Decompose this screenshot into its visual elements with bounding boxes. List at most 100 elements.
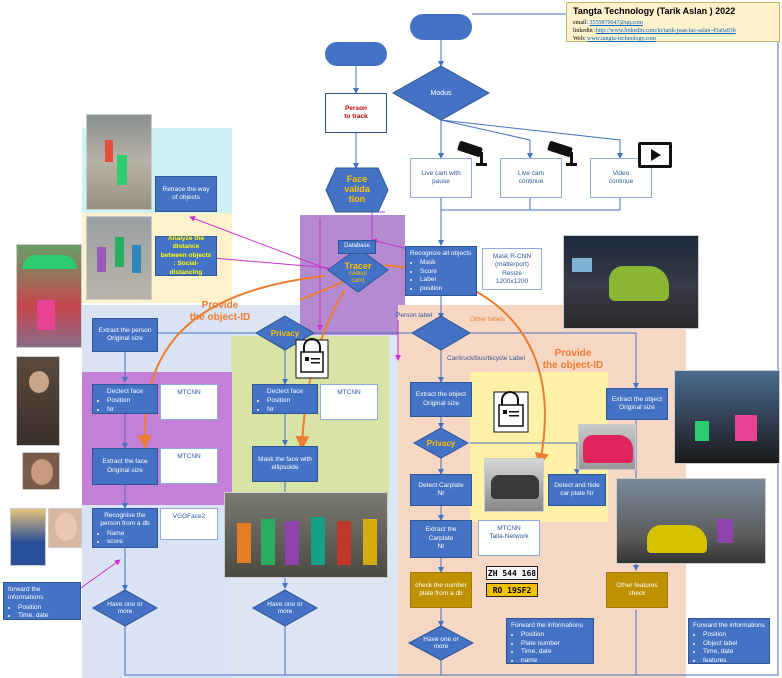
forward-right-1-item-position: Position — [521, 631, 589, 639]
person-to-track-box[interactable]: Person to track — [325, 93, 387, 133]
cctv-camera-icon-2 — [547, 141, 577, 166]
start-terminator-person — [325, 42, 387, 66]
mtcnn-left-label-1: MTCNN — [177, 389, 201, 396]
face-match-photo — [48, 508, 82, 548]
extract-face-box[interactable]: Extract the face Original size — [92, 448, 158, 485]
car-plate-photo — [484, 458, 544, 512]
celebrity-photo — [10, 508, 46, 566]
detect-face-left-item-nr: Nr — [107, 406, 153, 414]
person-photo — [16, 356, 60, 446]
detect-carplate-box[interactable]: Detect Carplate Nr — [410, 474, 472, 506]
extract-carplate-box[interactable]: Extract the Carplate Nr — [410, 520, 472, 558]
database-box[interactable]: Database — [338, 240, 376, 254]
social-distancing-box[interactable]: Analyze the distance between objects : S… — [155, 234, 217, 276]
forward-right-2-item-position: Position — [703, 631, 765, 639]
forward-info-left-box[interactable]: forward the informations Position Time, … — [3, 582, 81, 628]
face-crop-photo — [22, 452, 60, 490]
mtcnn-mid-doc: MTCNN — [320, 384, 378, 420]
plate-1-text: ZH 544 168 — [487, 568, 537, 578]
detect-carplate-label: Detect Carplate Nr — [418, 481, 464, 497]
recognize-item-label: Label — [420, 276, 472, 284]
company-title: Tangta Technology (Tarik Aslan ) 2022 — [573, 6, 736, 16]
mtcnn-left-label-2: MTCNN — [177, 453, 201, 460]
social-distancing-label: Analyze the distance between objects : S… — [160, 234, 212, 276]
tracer-diamond-label: Tracer (video/ cam) — [328, 258, 388, 288]
forward-right-2-item-time: Time, date — [703, 648, 765, 656]
live-cam-pause-box[interactable]: Live cam with pause — [410, 158, 472, 198]
recognize-item-position: position — [420, 285, 472, 293]
plate-image-2: RO 19SF2 — [486, 583, 538, 597]
plate-2-text: RO 19SF2 — [492, 585, 532, 595]
privacy-diamond-right-label: Privacy — [426, 438, 456, 448]
extract-person-box[interactable]: Extract the person Original size — [92, 318, 158, 352]
mask-face-box[interactable]: Mask the face with ellipsoide — [252, 446, 318, 482]
retrace-label: Retrace the way of objects — [162, 185, 210, 201]
red-car-photo — [578, 424, 636, 470]
check-plate-label: check the number plate from a db — [415, 581, 467, 597]
mtcnn-talla-doc: MTCNN Talla-Network — [478, 520, 540, 556]
person-label-text: Person label — [396, 312, 433, 319]
recognize-item-mask: Mask — [420, 259, 472, 267]
detect-face-left-item-position: Position — [107, 397, 153, 405]
recognize-objects-box[interactable]: Recognize all objects Mask Score Label p… — [405, 246, 477, 296]
forward-left-item-position: Position — [18, 604, 76, 612]
forward-left-item-name: name — [18, 621, 76, 629]
forward-right-1-title: Forward the informations — [511, 622, 583, 629]
forward-info-right-1-box[interactable]: Forward the informations Position Plate … — [506, 618, 594, 664]
detect-face-mid-item-position: Position — [267, 397, 313, 405]
recognise-person-box[interactable]: Recognise the person from a db Name scor… — [92, 508, 158, 548]
have-one-mid-label: Have one or more — [267, 600, 303, 615]
mtcnn-left-doc-2: MTCNN — [160, 448, 218, 484]
provide-object-id-left-label: Provide the object-ID — [189, 300, 251, 323]
live-cam-continue-label: Live cam continue — [517, 169, 544, 185]
recognise-person-title: Recognise the person from a db — [100, 512, 150, 528]
privacy-diamond-mid-label: Privacy — [270, 328, 300, 338]
detect-face-left-title: Dectect face — [106, 388, 144, 395]
lock-icon-right — [493, 391, 529, 433]
tracking-photo-top — [86, 114, 152, 210]
extract-object-right-box[interactable]: Extract the object Original size — [606, 388, 668, 420]
extract-object-right-label: Extract the object Original size — [611, 395, 663, 411]
person-to-track-label: Person to track — [344, 104, 368, 120]
car-label-text: Car/truck/bus/bicycle Label — [447, 355, 526, 362]
forward-info-right-2-box[interactable]: Forward the informations Position Object… — [688, 618, 770, 664]
recognise-item-score: score — [107, 538, 153, 546]
extract-object-box[interactable]: Extract the object Original size — [410, 382, 472, 417]
mtcnn-talla-label: MTCNN Talla-Network — [489, 525, 529, 541]
have-one-left-label: Have one or more — [107, 600, 143, 615]
detect-face-left-box[interactable]: Dectect face Position Nr — [92, 384, 158, 414]
provide-object-id-right-label: Provide the object-ID — [542, 348, 604, 371]
linkedin-link[interactable]: http://www.linkedin.com/in/tarik-jean-lu… — [595, 28, 736, 35]
face-validation-label: Face valida tion — [344, 174, 370, 204]
detect-face-mid-box[interactable]: Dectect face Position Nr — [252, 384, 318, 414]
forward-right-1-item-time: Time, date — [521, 648, 589, 656]
detect-hide-plate-box[interactable]: Detect and hide car plate Nr — [548, 474, 606, 506]
recognize-title: Recognize all objects — [410, 250, 472, 257]
mask-rcnn-label: Mask R-CNN (matterport) Resize 1200x1200 — [492, 253, 532, 286]
lock-icon-mid — [295, 338, 329, 379]
detect-hide-plate-label: Detect and hide car plate Nr — [554, 481, 600, 497]
recognize-item-score: Score — [420, 268, 472, 276]
extract-face-label: Extract the face Original size — [102, 458, 148, 474]
other-features-box[interactable]: Other features check — [606, 572, 668, 608]
forward-right-1-item-plate: Plate number — [521, 640, 589, 648]
vggface-label: VGGFace2 — [172, 513, 206, 520]
mask-face-label: Mask the face with ellipsoide — [258, 455, 312, 471]
forward-info-left-title: forward the informations — [8, 586, 44, 602]
extract-person-label: Extract the person Original size — [98, 326, 152, 342]
crowd-masked-photo — [224, 492, 388, 578]
tracer-subtitle: (video/ cam) — [348, 271, 367, 284]
forward-right-2-title: Forward the informations — [693, 622, 765, 629]
check-plate-box[interactable]: check the number plate from a db — [410, 572, 472, 608]
web-link[interactable]: www.tangta-technology.com — [587, 36, 656, 43]
other-features-label: Other features check — [616, 581, 658, 597]
recognise-item-name: Name — [107, 530, 153, 538]
mask-rcnn-doc: Mask R-CNN (matterport) Resize 1200x1200 — [482, 248, 542, 290]
video-continue-label: Video continue — [608, 169, 634, 185]
live-cam-continue-box[interactable]: Live cam continue — [500, 158, 562, 198]
forward-right-2-item-label: Object label — [703, 640, 765, 648]
have-one-right-label: Have one or more — [423, 635, 459, 650]
retrace-box[interactable]: Retrace the way of objects — [155, 176, 217, 212]
email-link[interactable]: 3559870647@qq.com — [589, 20, 643, 26]
